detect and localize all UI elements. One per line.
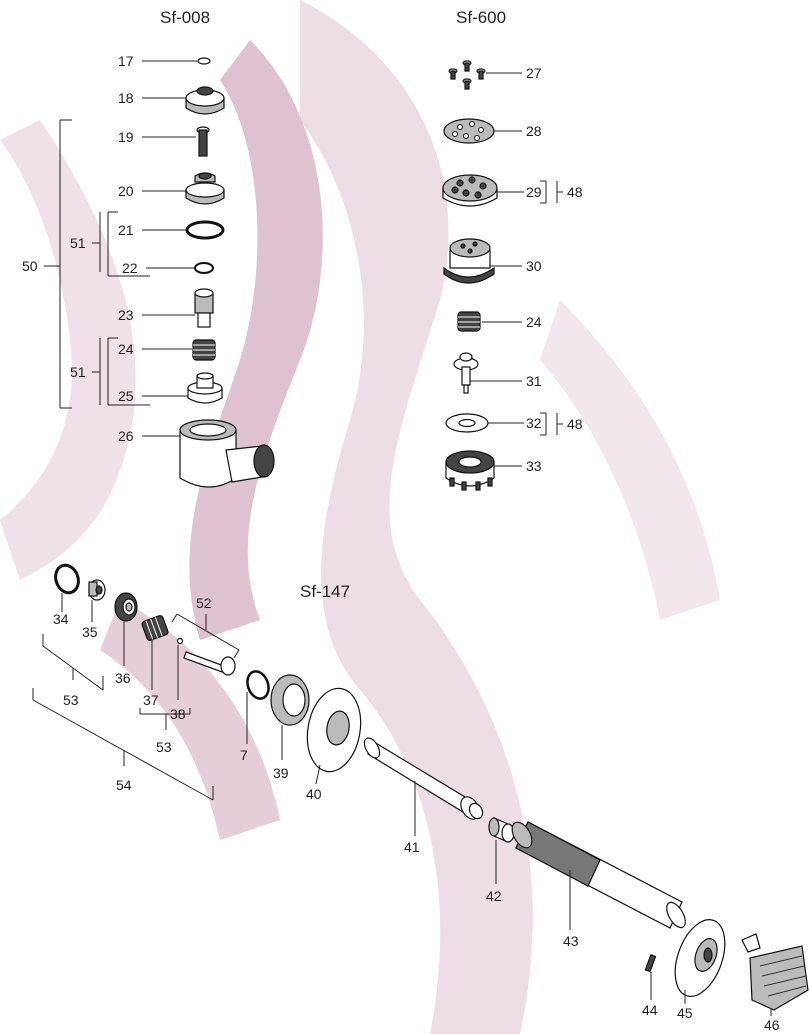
bracket-52 [171,613,240,659]
label-30: 30 [526,258,542,274]
sf147-group: 34 35 36 37 38 [32,563,809,1033]
label-46: 46 [764,1017,780,1033]
part-28-plate [443,118,495,144]
part-39-nut [270,674,310,726]
part-26-valve-housing [179,419,275,488]
label-53b: 53 [156,739,172,755]
part-23-stem [194,288,214,328]
part-41-tube [363,737,484,820]
label-43: 43 [563,933,579,949]
part-19-screw [196,126,210,157]
part-20-valve-body [185,172,225,205]
part-38-ball [176,637,184,645]
part-24-spring-b [457,311,481,332]
label-41: 41 [404,839,420,855]
bracket-53-right [139,708,191,730]
label-39: 39 [273,765,289,781]
label-32: 32 [526,415,542,431]
part-18-cap [185,86,225,115]
label-34: 34 [53,611,69,627]
label-7: 7 [240,747,248,763]
part-31-pin [453,352,479,394]
label-40: 40 [306,786,322,802]
label-37: 37 [143,692,159,708]
label-52: 52 [196,595,212,611]
part-33-base [445,450,495,491]
label-22: 22 [122,260,138,276]
label-28: 28 [526,123,542,139]
part-37-spring [141,615,169,641]
label-36: 36 [115,670,131,686]
label-24a: 24 [118,341,134,357]
label-53a: 53 [63,692,79,708]
bracket-51-upper [92,211,150,277]
part-45-escutcheon [674,919,726,997]
bracket-48-lower [540,412,563,436]
part-25-cap [187,372,223,404]
label-51a: 51 [70,235,86,251]
label-26: 26 [118,428,134,444]
label-44: 44 [642,1002,658,1018]
label-45: 45 [677,1005,693,1021]
part-34-oring [54,563,80,595]
label-42: 42 [486,888,502,904]
part-32-washer [445,413,489,433]
label-20: 20 [118,183,134,199]
part-40-flange [306,687,362,773]
title-sf147: Sf-147 [300,582,350,601]
label-33: 33 [526,458,542,474]
label-27: 27 [526,65,542,81]
label-35: 35 [82,624,98,640]
part-30-diaphragm [443,238,495,284]
part-44-pin [644,954,657,973]
part-21-oring [185,220,225,240]
label-21: 21 [118,222,134,238]
bracket-51-lower [92,337,150,406]
label-48a: 48 [567,184,583,200]
label-31: 31 [526,373,542,389]
part-27-screws [448,60,486,90]
label-18: 18 [118,90,134,106]
label-17: 17 [118,53,134,69]
part-46-pedal [741,933,809,1011]
bracket-53-left [42,634,104,691]
label-24b: 24 [526,314,542,330]
label-23: 23 [118,307,134,323]
part-22-oring [194,262,214,274]
label-25: 25 [118,388,134,404]
bracket-50 [44,119,72,409]
label-48b: 48 [567,416,583,432]
label-50: 50 [22,258,38,274]
title-sf600: Sf-600 [456,8,506,27]
part-36-valve [114,592,138,622]
watermark [0,0,720,1034]
sf600-group: 27 28 29 48 [442,60,583,491]
part-29-disc [442,174,498,207]
part-43-pipe [511,821,686,929]
title-sf008: Sf-008 [160,8,210,27]
part-42-bushing [488,817,515,843]
part-17-oring [197,57,211,65]
part-35-insert [88,579,106,601]
part-24-spring-a [192,339,216,361]
sf008-group: 17 18 19 20 21 22 [22,53,275,488]
bracket-48-upper [540,180,563,204]
label-29: 29 [526,184,542,200]
label-19: 19 [118,129,134,145]
label-54: 54 [116,777,132,793]
label-51b: 51 [70,364,86,380]
bracket-54 [32,688,214,801]
part-52-pin [183,651,236,676]
part-7-oring [246,670,270,700]
